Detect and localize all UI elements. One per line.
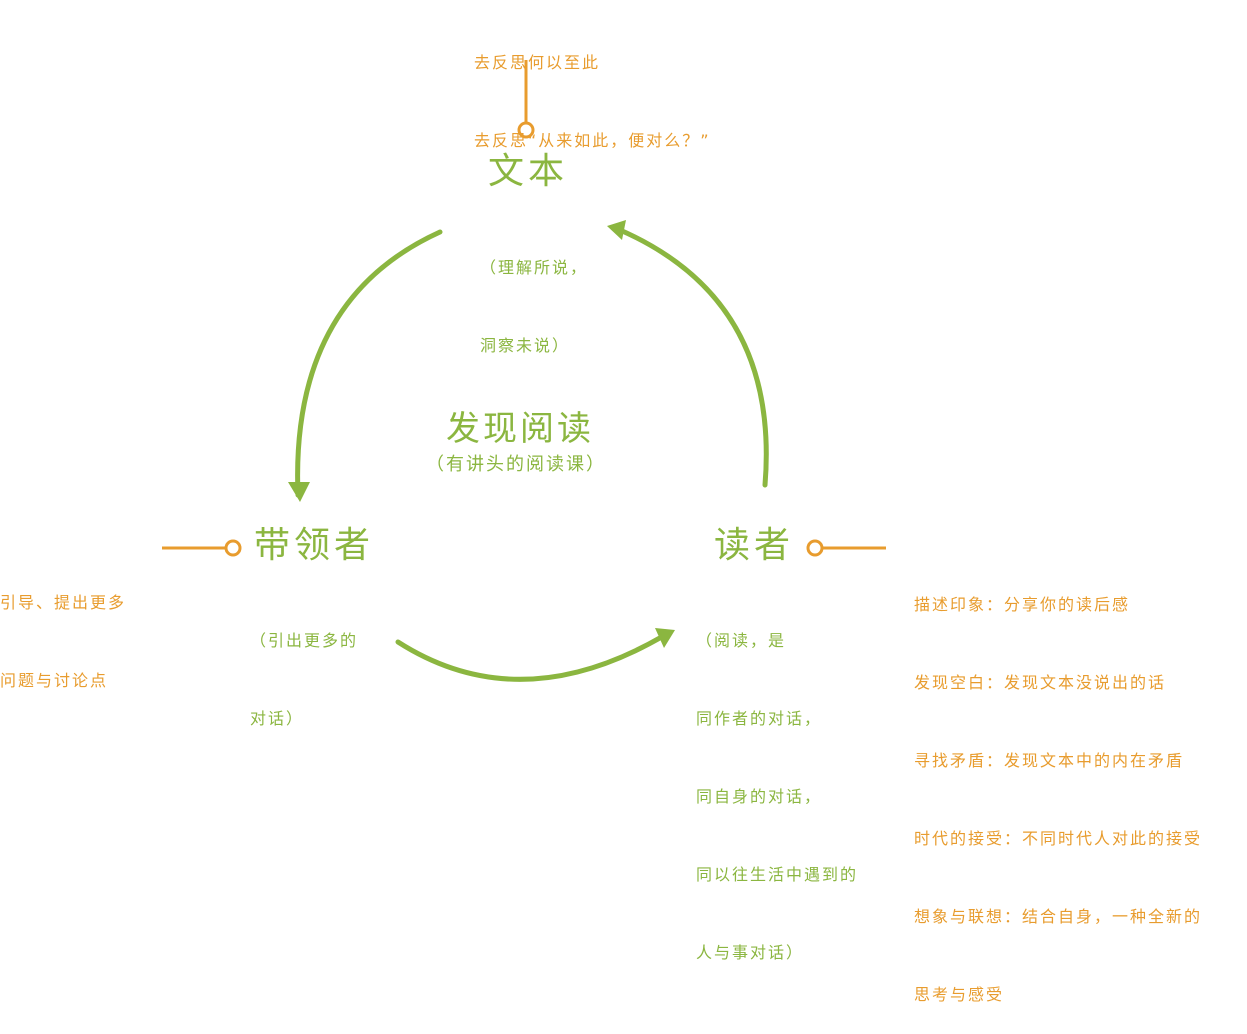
reader-node-title: 读者	[714, 525, 795, 566]
reader-note-line-5: 想象与联想：结合自身，一种全新的	[914, 907, 1203, 926]
arrow-reader-to-text	[617, 227, 769, 488]
leader-node-title: 带领者	[254, 525, 375, 566]
connector-text-dot	[517, 121, 535, 139]
arrow-text-to-leader	[295, 229, 443, 498]
reader-note-line-2: 发现空白：发现文本没说出的话	[914, 673, 1167, 692]
reader-note: 描述印象：分享你的读后感 发现空白：发现文本没说出的话 寻找矛盾：发现文本中的内…	[914, 540, 1202, 1034]
reader-note-line-1: 描述印象：分享你的读后感	[914, 595, 1131, 614]
arrowhead-text	[607, 220, 626, 240]
leader-note-line-1: 引导、提出更多	[0, 593, 127, 612]
reader-node-desc-line-4: 同以往生活中遇到的	[696, 865, 859, 884]
cycle-diagram	[162, 60, 886, 682]
leader-node-desc-line-1: （引出更多的	[250, 631, 359, 650]
connector-leader-dot	[224, 539, 242, 557]
text-node-title: 文本	[488, 151, 569, 192]
text-node-desc-line-1: （理解所说，	[480, 258, 589, 277]
arrow-leader-to-reader	[395, 632, 668, 682]
text-note: 去反思何以至此 去反思“从来如此，便对么？”	[474, 0, 711, 180]
reader-note-line-6: 思考与感受	[914, 985, 1005, 1004]
arrowhead-leader	[288, 482, 310, 502]
leader-note: 引导、提出更多 问题与讨论点	[0, 538, 126, 720]
arrowhead-reader	[655, 628, 675, 648]
reader-node-desc-line-1: （阅读，是	[696, 631, 787, 650]
center-subtitle: （有讲头的阅读课）	[426, 454, 606, 475]
reader-node-desc-line-2: 同作者的对话，	[696, 709, 823, 728]
text-node-desc-line-2: 洞察未说）	[480, 336, 571, 355]
reader-node-desc: （阅读，是 同作者的对话， 同自身的对话， 同以往生活中遇到的 人与事对话）	[696, 576, 858, 992]
reader-note-line-4: 时代的接受：不同时代人对此的接受	[914, 829, 1203, 848]
reader-note-line-3: 寻找矛盾：发现文本中的内在矛盾	[914, 751, 1185, 770]
connector-reader-dot	[806, 539, 824, 557]
text-note-line-2: 去反思“从来如此，便对么？”	[474, 131, 711, 150]
center-title: 发现阅读	[446, 409, 594, 449]
text-note-line-1: 去反思何以至此	[474, 53, 601, 72]
reader-node-desc-line-3: 同自身的对话，	[696, 787, 823, 806]
text-node-desc: （理解所说， 洞察未说）	[480, 203, 588, 385]
leader-node-desc-line-2: 对话）	[250, 709, 305, 728]
leader-note-line-2: 问题与讨论点	[0, 671, 109, 690]
reader-node-desc-line-5: 人与事对话）	[696, 943, 805, 962]
leader-node-desc: （引出更多的 对话）	[250, 576, 358, 758]
